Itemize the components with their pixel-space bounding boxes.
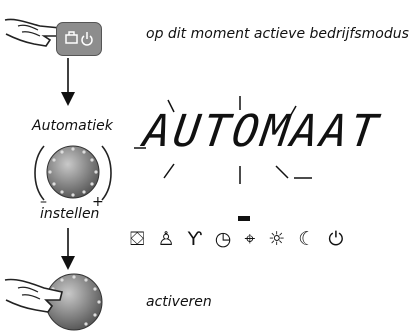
cocktail-icon: Ƴ [187,228,204,250]
mode-icons-row: ⛋ ♙ Ƴ ◷ ⌖ ☼ ☾ ⏻ [130,228,348,250]
moon-icon: ☾ [298,228,318,250]
shower-icon: ⌖ [244,228,258,250]
hand-icon [4,18,61,47]
blink-indicator-icon [134,96,312,184]
sun-icon: ☼ [268,228,288,250]
lcd-text: AUTOMAAT [140,106,384,157]
hand-icon [4,273,103,331]
step2-label-bottom: instellen [40,206,100,222]
clock-icon: ◷ [214,228,234,250]
mode-button[interactable] [56,22,102,56]
cursor-bar [238,216,250,221]
knob-minus-label: – [40,194,47,210]
mode-button-symbols-icon [65,31,93,46]
step1-caption: op dit moment actieve bedrijfsmodus [146,26,409,42]
hand-press-knob-illustration [0,262,130,331]
step2-label-top: Automatiek [32,118,113,134]
power-icon: ⏻ [328,228,346,250]
knob-plus-label: + [92,194,104,210]
rotary-knob[interactable] [30,138,116,208]
party-icon: ♙ [157,228,177,250]
down-arrow-icon [61,58,75,106]
down-arrow-icon [61,228,75,270]
hand-press-button-illustration [0,0,110,60]
suitcase-icon: ⛋ [130,228,147,250]
lcd-display: AUTOMAAT [130,92,384,252]
rotary-knob-icon [34,145,112,201]
step3-caption: activeren [146,294,212,310]
